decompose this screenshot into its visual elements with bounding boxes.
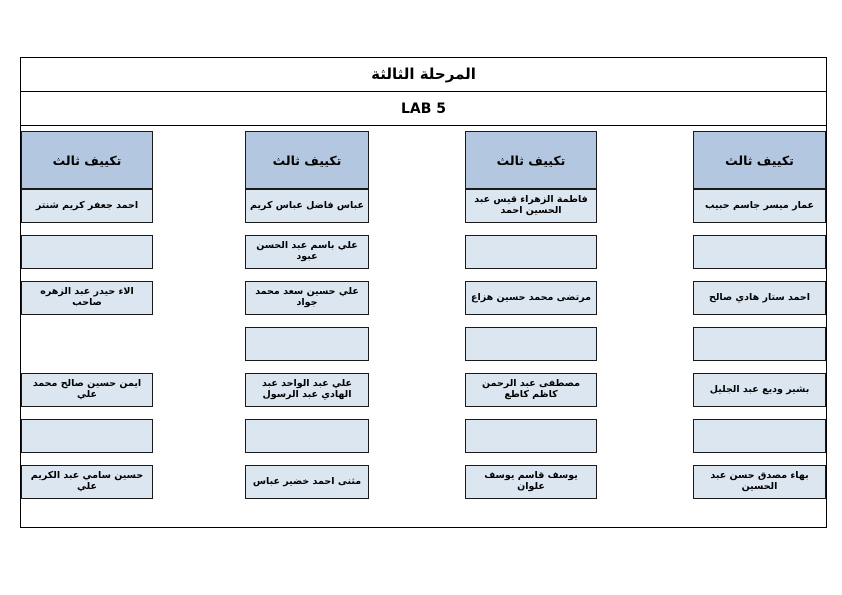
lab-label: LAB 5: [400, 100, 447, 117]
roster-cell[interactable]: الاء حيدر عبد الزهره صاحب: [21, 281, 153, 315]
page-title: المرحلة الثالثة: [371, 65, 476, 83]
roster-cell-text: عمار ميسر جاسم حبيب: [704, 199, 815, 211]
roster-cell[interactable]: حسين سامي عبد الكريم علي: [21, 465, 153, 499]
roster-cell[interactable]: [693, 327, 826, 361]
column-cells-1: عمار ميسر جاسم حبيب احمد ستار هادي صالح …: [693, 189, 826, 511]
roster-column-2: تكييف ثالث فاطمة الزهراء قيس عبد الحسين …: [465, 126, 597, 527]
roster-cell[interactable]: [465, 235, 597, 269]
roster-cell-text: ايمن حسين صالح محمد علي: [32, 378, 142, 400]
column-header-4: تكييف ثالث: [21, 131, 153, 189]
roster-cell-text: عباس فاضل عباس كريم: [250, 199, 364, 211]
roster-cell-text: فاطمة الزهراء قيس عبد الحسين احمد: [474, 194, 588, 216]
roster-cell[interactable]: علي عبد الواحد عبد الهادي عبد الرسول: [245, 373, 369, 407]
roster-cell[interactable]: يوسف قاسم يوسف علوان: [465, 465, 597, 499]
roster-sheet: المرحلة الثالثة LAB 5 تكييف ثالث عمار مي…: [20, 57, 827, 528]
roster-cell[interactable]: ايمن حسين صالح محمد علي: [21, 373, 153, 407]
roster-cell[interactable]: مرتضى محمد حسين هزاع: [465, 281, 597, 315]
roster-column-4: تكييف ثالث احمد جعفر كريم شنتر الاء حيدر…: [21, 126, 153, 527]
roster-cell-text: احمد جعفر كريم شنتر: [35, 199, 139, 211]
column-header-2: تكييف ثالث: [465, 131, 597, 189]
roster-cell-text: احمد ستار هادي صالح: [708, 291, 811, 303]
roster-cell[interactable]: [693, 419, 826, 453]
roster-cell-text: بهاء مصدق حسن عبد الحسين: [710, 470, 809, 492]
roster-cell-text: علي حسين سعد محمد جواد: [255, 286, 359, 308]
roster-cell[interactable]: عمار ميسر جاسم حبيب: [693, 189, 826, 223]
roster-cell[interactable]: علي حسين سعد محمد جواد: [245, 281, 369, 315]
column-cells-2: فاطمة الزهراء قيس عبد الحسين احمد مرتضى …: [465, 189, 597, 511]
lab-label-row: LAB 5: [21, 92, 826, 126]
roster-cell-text: بشير وديع عبد الجليل: [709, 383, 810, 395]
roster-column-3: تكييف ثالث عباس فاضل عباس كريم علي باسم …: [245, 126, 369, 527]
roster-cell-text: مثنى احمد خضير عباس: [252, 475, 362, 487]
roster-cell-text: علي عبد الواحد عبد الهادي عبد الرسول: [262, 378, 352, 400]
column-header-3: تكييف ثالث: [245, 131, 369, 189]
column-cells-3: عباس فاضل عباس كريم علي باسم عبد الحسن ع…: [245, 189, 369, 511]
roster-cell[interactable]: [245, 327, 369, 361]
roster-cell[interactable]: [21, 235, 153, 269]
columns-container: تكييف ثالث عمار ميسر جاسم حبيب احمد ستار…: [21, 126, 826, 527]
roster-cell[interactable]: بهاء مصدق حسن عبد الحسين: [693, 465, 826, 499]
roster-cell[interactable]: [245, 419, 369, 453]
roster-cell[interactable]: [693, 235, 826, 269]
roster-cell[interactable]: فاطمة الزهراء قيس عبد الحسين احمد: [465, 189, 597, 223]
roster-cell-empty-slot: [21, 327, 153, 361]
roster-cell[interactable]: احمد ستار هادي صالح: [693, 281, 826, 315]
roster-cell[interactable]: بشير وديع عبد الجليل: [693, 373, 826, 407]
roster-cell-text: علي باسم عبد الحسن عبود: [256, 240, 358, 262]
roster-cell[interactable]: [465, 419, 597, 453]
roster-cell[interactable]: [465, 327, 597, 361]
roster-cell[interactable]: عباس فاضل عباس كريم: [245, 189, 369, 223]
roster-cell[interactable]: مثنى احمد خضير عباس: [245, 465, 369, 499]
column-header-1: تكييف ثالث: [693, 131, 826, 189]
roster-cell-text: الاء حيدر عبد الزهره صاحب: [40, 286, 134, 308]
column-cells-4: احمد جعفر كريم شنتر الاء حيدر عبد الزهره…: [21, 189, 153, 511]
document-title-row: المرحلة الثالثة: [21, 58, 826, 92]
roster-cell-text: يوسف قاسم يوسف علوان: [484, 470, 578, 492]
roster-cell-text: حسين سامي عبد الكريم علي: [30, 470, 144, 492]
roster-cell[interactable]: احمد جعفر كريم شنتر: [21, 189, 153, 223]
roster-cell-text: مرتضى محمد حسين هزاع: [470, 291, 592, 303]
roster-cell-text: مصطفى عبد الرحمن كاظم كاطع: [482, 378, 580, 400]
roster-cell[interactable]: مصطفى عبد الرحمن كاظم كاطع: [465, 373, 597, 407]
roster-cell[interactable]: علي باسم عبد الحسن عبود: [245, 235, 369, 269]
roster-column-1: تكييف ثالث عمار ميسر جاسم حبيب احمد ستار…: [693, 126, 826, 527]
roster-cell[interactable]: [21, 419, 153, 453]
